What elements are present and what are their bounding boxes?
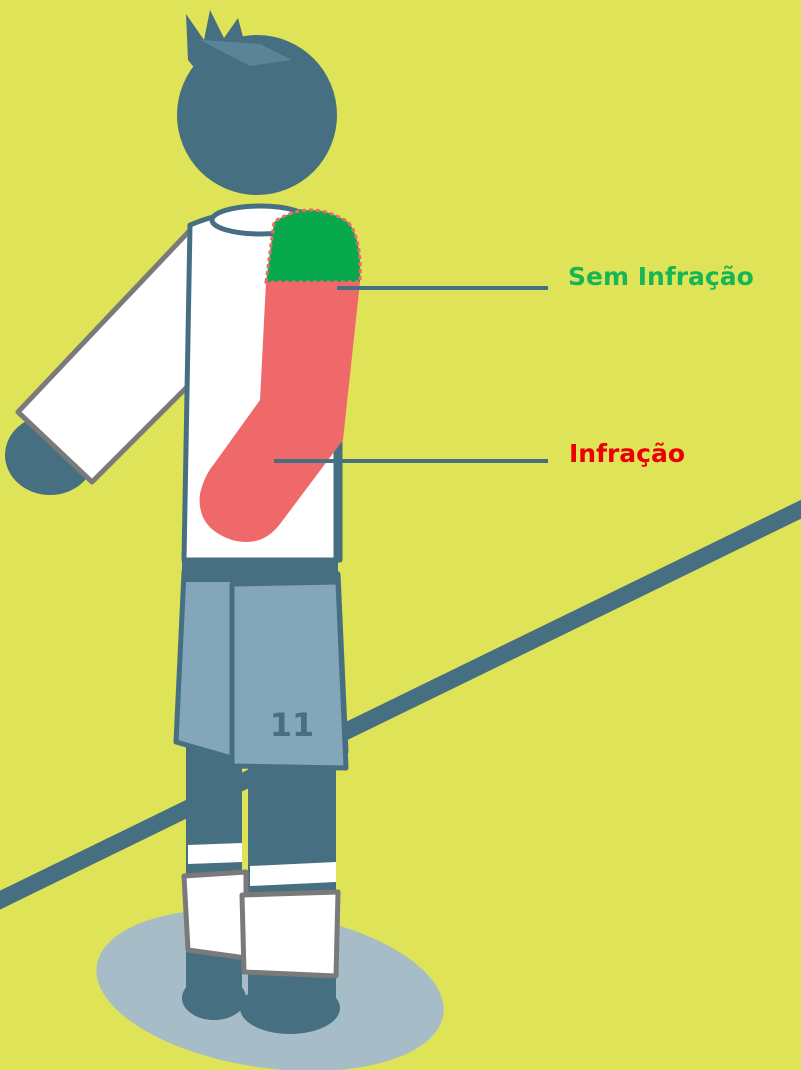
head [177,35,337,195]
legs [181,730,341,1034]
infraction-label: Infração [569,439,686,468]
no-infraction-zone [264,208,362,284]
field-line [0,499,801,910]
jersey-number: 11 [270,706,315,744]
infraction-zone [199,282,360,542]
left-shin-guard [181,869,249,961]
shorts [173,556,349,771]
right-shin-guard [239,889,341,979]
no-infraction-label: Sem Infração [568,262,754,291]
